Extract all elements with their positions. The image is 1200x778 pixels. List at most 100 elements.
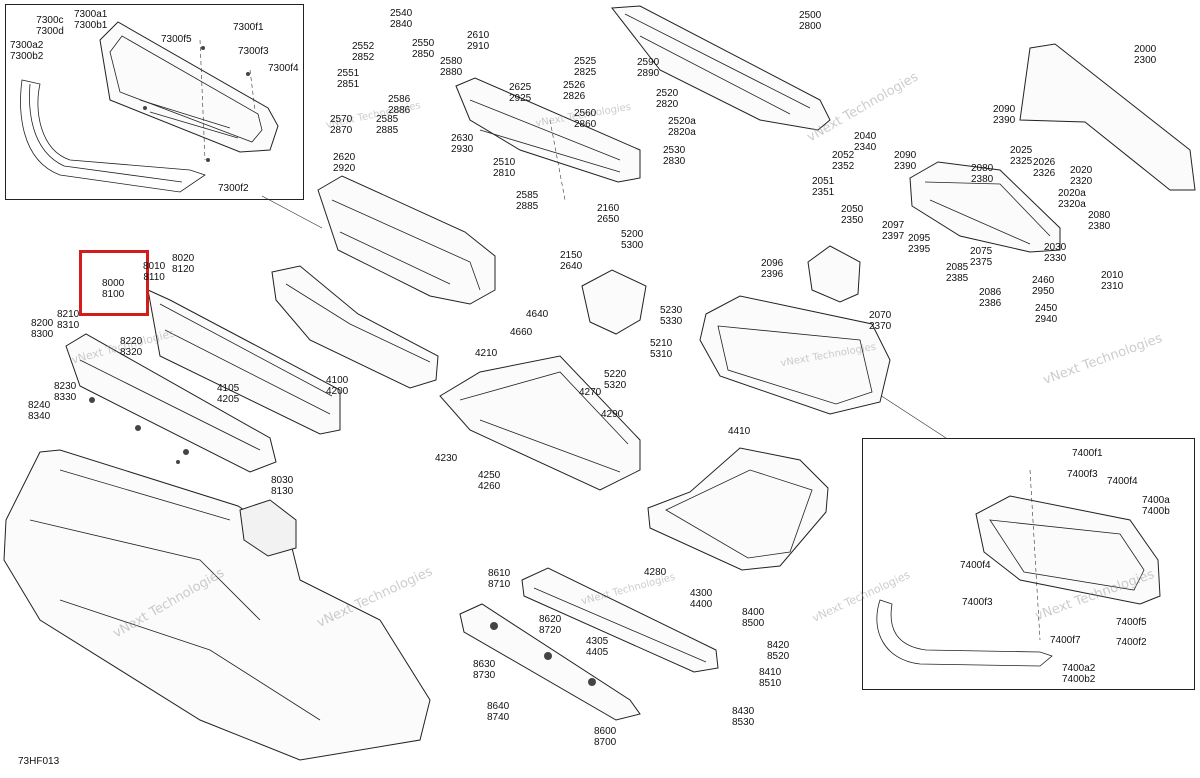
callout-7300f1: 7300f1: [233, 22, 264, 33]
callout-4410: 4410: [728, 426, 751, 437]
callout-7400f1: 7400f1: [1072, 448, 1103, 459]
inset-door-frame-7400: [862, 438, 1195, 690]
callout-4210: 4210: [475, 348, 498, 359]
inset-door-frame-7300: [5, 4, 304, 200]
callout-4660: 4660: [510, 327, 533, 338]
callout-7400f4: 7400f4: [1107, 476, 1138, 487]
callout-7400f3-b: 7400f3: [962, 597, 993, 608]
callout-7400f7: 7400f7: [1050, 635, 1081, 646]
callout-4280: 4280: [644, 567, 667, 578]
callout-4640: 4640: [526, 309, 549, 320]
callout-7300f4: 7300f4: [268, 63, 299, 74]
callout-4270: 4270: [579, 387, 602, 398]
callout-7400f4-b: 7400f4: [960, 560, 991, 571]
figure-code: 73HF013: [18, 756, 60, 767]
callout-7300f3: 7300f3: [238, 46, 269, 57]
callout-7400f5: 7400f5: [1116, 617, 1147, 628]
callout-4230: 4230: [435, 453, 458, 464]
callout-7400f2: 7400f2: [1116, 637, 1147, 648]
highlighted-part-box: [79, 250, 149, 316]
callout-7300f5: 7300f5: [161, 34, 192, 45]
callout-4290: 4290: [601, 409, 624, 420]
callout-7400f3: 7400f3: [1067, 469, 1098, 480]
